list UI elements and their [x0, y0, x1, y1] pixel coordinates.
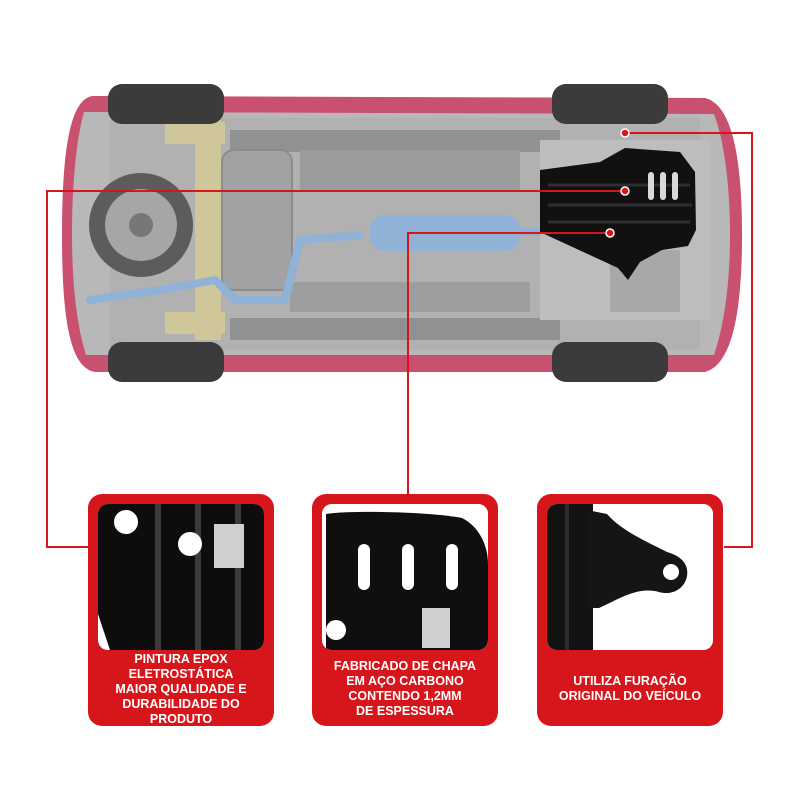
feature-caption-thickness: FABRICADO DE CHAPA EM AÇO CARBONO CONTEN…: [333, 659, 477, 718]
callout-dot-thickness: [605, 228, 615, 238]
exhaust-pipe: [86, 231, 364, 304]
wheel-front-top: [552, 84, 668, 124]
feature-card-thickness: FABRICADO DE CHAPA EM AÇO CARBONO CONTEN…: [312, 494, 498, 726]
wheel-front-bottom: [552, 342, 668, 382]
feature-card-mounting: UTILIZA FURAÇÃO ORIGINAL DO VEÍCULO: [537, 494, 723, 726]
feature-caption-mounting: UTILIZA FURAÇÃO ORIGINAL DO VEÍCULO: [558, 674, 702, 703]
feature-photo-paint: [98, 504, 264, 650]
frame-rail-bottom: [230, 318, 560, 340]
engine-protector-plate: [540, 148, 696, 280]
callout-line-mounting: [625, 132, 753, 548]
wheel-rear-bottom: [108, 342, 224, 382]
callout-dot-mounting: [620, 128, 630, 138]
feature-photo-thickness: [322, 504, 488, 650]
callout-line-thickness: [407, 232, 610, 494]
feature-caption-paint: PINTURA EPOX ELETROSTÁTICA MAIOR QUALIDA…: [115, 651, 247, 726]
feature-card-paint: PINTURA EPOX ELETROSTÁTICA MAIOR QUALIDA…: [88, 494, 274, 726]
feature-photo-mounting: [547, 504, 713, 650]
rear-axle: [195, 120, 221, 340]
frame-rail-top: [230, 130, 560, 152]
wheel-rear-top: [108, 84, 224, 124]
callout-dot-paint: [620, 186, 630, 196]
fuel-tank: [221, 149, 293, 291]
callout-line-paint: [46, 190, 625, 548]
